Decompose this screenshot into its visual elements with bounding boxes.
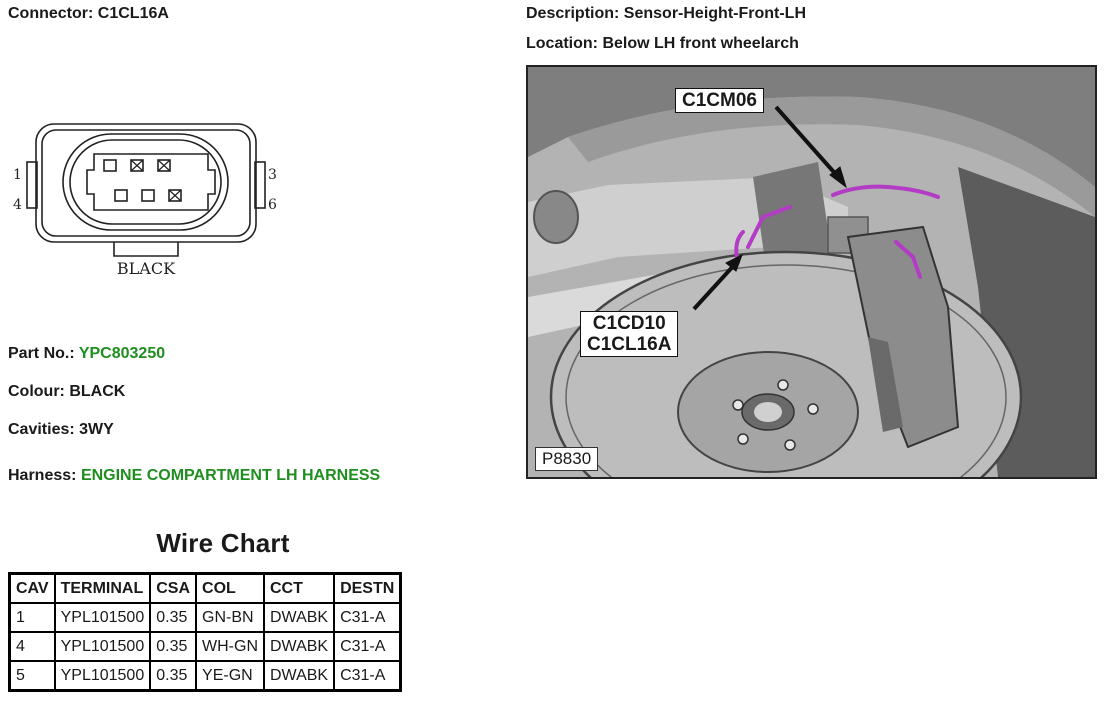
- part-number-row: Part No.: YPC803250: [8, 345, 166, 362]
- pin-6-label: 6: [268, 197, 277, 213]
- location-photo: C1CM06 C1CD10 C1CL16A P8830: [526, 65, 1097, 479]
- header-cct: CCT: [264, 574, 335, 603]
- colour-value: BLACK: [69, 383, 126, 400]
- description-value: Sensor-Height-Front-LH: [623, 5, 806, 22]
- cell-col: WH-GN: [196, 632, 264, 661]
- harness-row: Harness: ENGINE COMPARTMENT LH HARNESS: [8, 467, 381, 484]
- cell-cct: DWABK: [264, 603, 335, 632]
- cell-cct: DWABK: [264, 661, 335, 690]
- cell-terminal: YPL101500: [54, 661, 151, 690]
- table-row: 4 YPL101500 0.35 WH-GN DWABK C31-A: [10, 632, 401, 661]
- cell-csa: 0.35: [150, 603, 197, 632]
- part-number-link[interactable]: YPC803250: [78, 345, 166, 362]
- callout-bottom: C1CD10 C1CL16A: [580, 311, 679, 357]
- location-label: Location: Below LH front wheelarch: [526, 35, 799, 52]
- pin-3-label: 3: [268, 167, 277, 183]
- header-destn: DESTN: [334, 574, 401, 603]
- cell-cav: 1: [10, 603, 55, 632]
- cell-destn: C31-A: [334, 632, 401, 661]
- connector-id: C1CL16A: [97, 5, 169, 22]
- cell-cav: 5: [10, 661, 55, 690]
- cavities-value: 3WY: [79, 421, 114, 438]
- description-label: Description: Sensor-Height-Front-LH: [526, 5, 806, 22]
- connector-face-diagram: 1 4 3 6 BLACK: [13, 123, 277, 278]
- header-cav: CAV: [10, 574, 55, 603]
- wire-chart-title: Wire Chart: [156, 528, 290, 558]
- cell-destn: C31-A: [334, 603, 401, 632]
- wheelarch-illustration: [528, 67, 1095, 477]
- pin-4-label: 4: [13, 197, 22, 213]
- cell-destn: C31-A: [334, 661, 401, 690]
- cell-cct: DWABK: [264, 632, 335, 661]
- diagram-color-label: BLACK: [117, 259, 176, 278]
- cell-csa: 0.35: [150, 661, 197, 690]
- cell-terminal: YPL101500: [54, 632, 151, 661]
- table-row: 5 YPL101500 0.35 YE-GN DWABK C31-A: [10, 661, 401, 690]
- header-terminal: TERMINAL: [54, 574, 151, 603]
- cell-csa: 0.35: [150, 632, 197, 661]
- colour-row: Colour: BLACK: [8, 383, 126, 400]
- location-value: Below LH front wheelarch: [602, 35, 799, 52]
- callout-top: C1CM06: [675, 88, 764, 113]
- cell-col: YE-GN: [196, 661, 264, 690]
- cell-cav: 4: [10, 632, 55, 661]
- table-header-row: CAV TERMINAL CSA COL CCT DESTN: [10, 574, 401, 603]
- header-csa: CSA: [150, 574, 197, 603]
- photo-reference: P8830: [535, 447, 599, 471]
- harness-link[interactable]: ENGINE COMPARTMENT LH HARNESS: [80, 467, 381, 484]
- header-col: COL: [196, 574, 264, 603]
- cell-terminal: YPL101500: [54, 603, 151, 632]
- cavities-row: Cavities: 3WY: [8, 421, 114, 438]
- connector-label: Connector: C1CL16A: [8, 5, 169, 22]
- table-row: 1 YPL101500 0.35 GN-BN DWABK C31-A: [10, 603, 401, 632]
- cell-col: GN-BN: [196, 603, 264, 632]
- wire-chart-table: CAV TERMINAL CSA COL CCT DESTN 1 YPL1015…: [8, 572, 403, 692]
- pin-1-label: 1: [13, 167, 22, 183]
